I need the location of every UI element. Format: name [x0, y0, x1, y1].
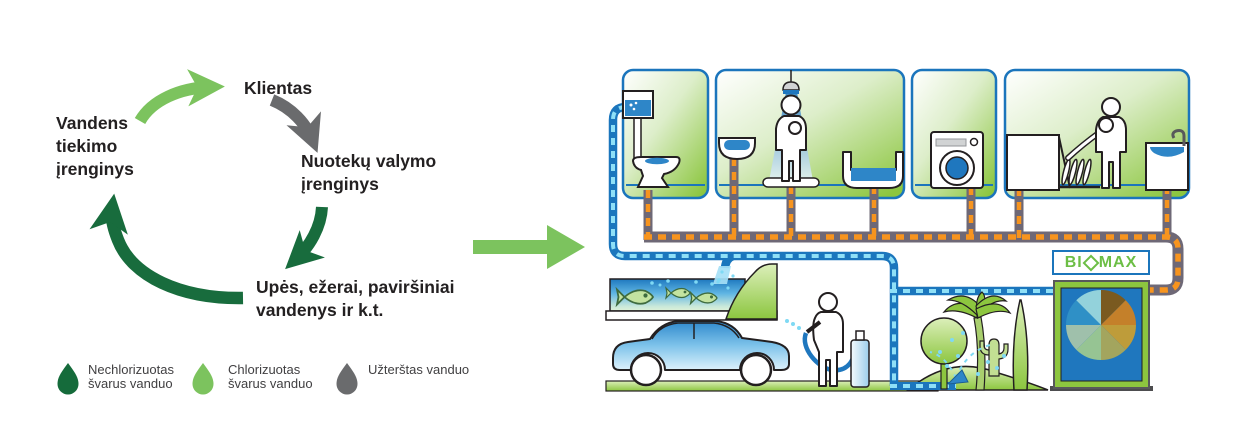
cycle-label-rivers: Upės, ežerai, paviršiniai vandenys ir k.… — [256, 277, 455, 320]
legend-label-chlorinated: Chlorizuotas švarus vanduo — [228, 362, 313, 391]
cycle-label-water-supply: Vandens tiekimo įrenginys — [56, 113, 134, 179]
drop-icon-nonchlorinated — [57, 363, 79, 395]
shower — [762, 70, 820, 188]
bathroom-panel — [714, 68, 906, 200]
kitchen-sink — [1145, 129, 1189, 191]
biomax-logo-prefix: BI — [1064, 253, 1083, 271]
fish — [665, 286, 691, 300]
bathtub — [842, 151, 904, 189]
garden — [920, 291, 1029, 391]
bathroom-sink — [718, 137, 756, 161]
biomax-logo: BI MAX — [1052, 250, 1150, 275]
toilet — [622, 90, 681, 188]
bubbles — [650, 278, 721, 287]
river-bank — [724, 263, 778, 320]
arrow-supply-to-client — [134, 69, 225, 125]
house-illustration — [605, 68, 1191, 392]
cycle-label-wastewater-plant: Nuotekų valymo įrenginys — [301, 151, 437, 194]
cycle-arrows — [89, 69, 328, 305]
sprinkler-head — [946, 369, 969, 385]
drop-icon-polluted — [336, 363, 358, 395]
diamond-o-icon — [1082, 254, 1100, 271]
legend-drops — [57, 363, 358, 395]
drop-icon-chlorinated — [192, 363, 214, 395]
pressure-tank — [850, 339, 870, 388]
cypress-tree — [1012, 299, 1029, 391]
treatment-pie-chart — [1066, 290, 1136, 360]
sprinkler-spray — [929, 344, 991, 379]
person-carwash — [805, 292, 844, 387]
biomax-logo-suffix: MAX — [1098, 253, 1138, 271]
arrow-rivers-to-supply — [89, 193, 244, 305]
waste-pipe-dashes — [644, 158, 1181, 293]
cycle-label-client: Klientas — [244, 78, 313, 98]
shower-tray — [762, 177, 820, 188]
car — [612, 320, 790, 387]
dishwasher — [1006, 134, 1100, 191]
cactus — [979, 338, 1009, 377]
arrow-client-to-wastewater — [269, 94, 321, 153]
person-kitchen — [1065, 97, 1127, 189]
arrow-wastewater-to-rivers — [285, 206, 328, 270]
legend-label-nonchlorinated: Nechlorizuotas švarus vanduo — [88, 362, 174, 391]
flow-arrow — [473, 225, 585, 269]
fish — [615, 286, 655, 308]
fish-group — [615, 286, 718, 308]
fish — [689, 290, 718, 306]
legend-label-polluted: Užterštas vanduo — [368, 362, 470, 377]
car-wash-scene — [785, 292, 870, 388]
biomax-tank — [1050, 280, 1153, 391]
person-shower — [775, 94, 807, 182]
round-tree — [920, 317, 968, 365]
palm-fronds — [942, 291, 1012, 319]
washing-machine — [930, 131, 984, 189]
